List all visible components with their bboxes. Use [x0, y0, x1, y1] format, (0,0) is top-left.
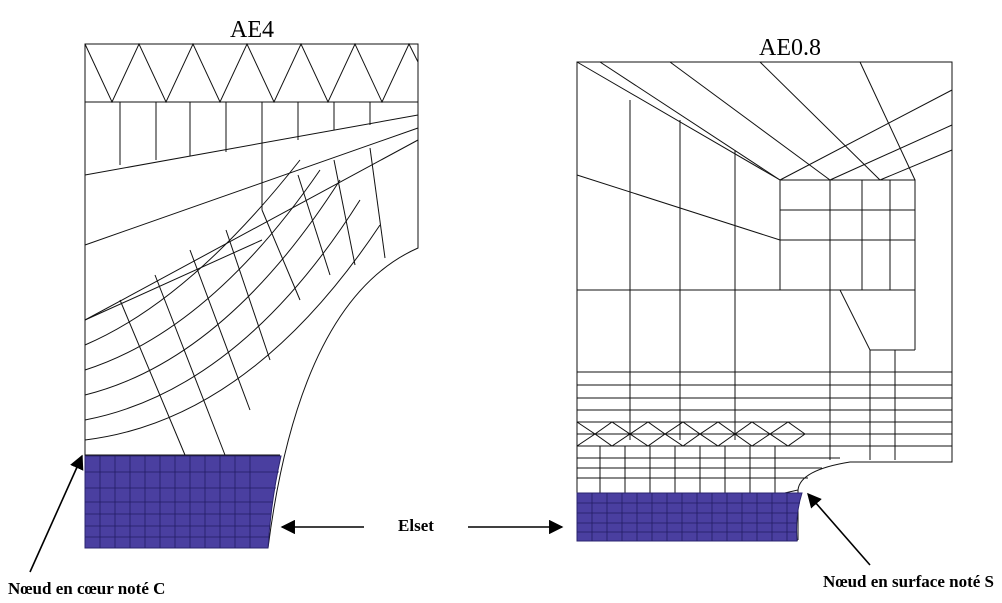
elset-ae08	[576, 492, 803, 542]
mesh-ae4-outline	[84, 43, 419, 549]
node-surface-arrow	[807, 492, 871, 566]
mesh-ae08	[576, 61, 953, 541]
node-core-arrow	[29, 454, 84, 573]
node-surface-label: Nœud en surface noté S	[823, 572, 994, 591]
mesh-ae08-outline	[576, 61, 953, 541]
title-ae08: AE0.8	[759, 35, 821, 61]
elset-ae4	[84, 455, 282, 549]
node-core-label: Nœud en cœur noté C	[8, 579, 165, 598]
mesh-ae4	[84, 42, 419, 549]
elset-label: Elset	[398, 516, 434, 535]
title-ae4: AE4	[230, 17, 274, 43]
